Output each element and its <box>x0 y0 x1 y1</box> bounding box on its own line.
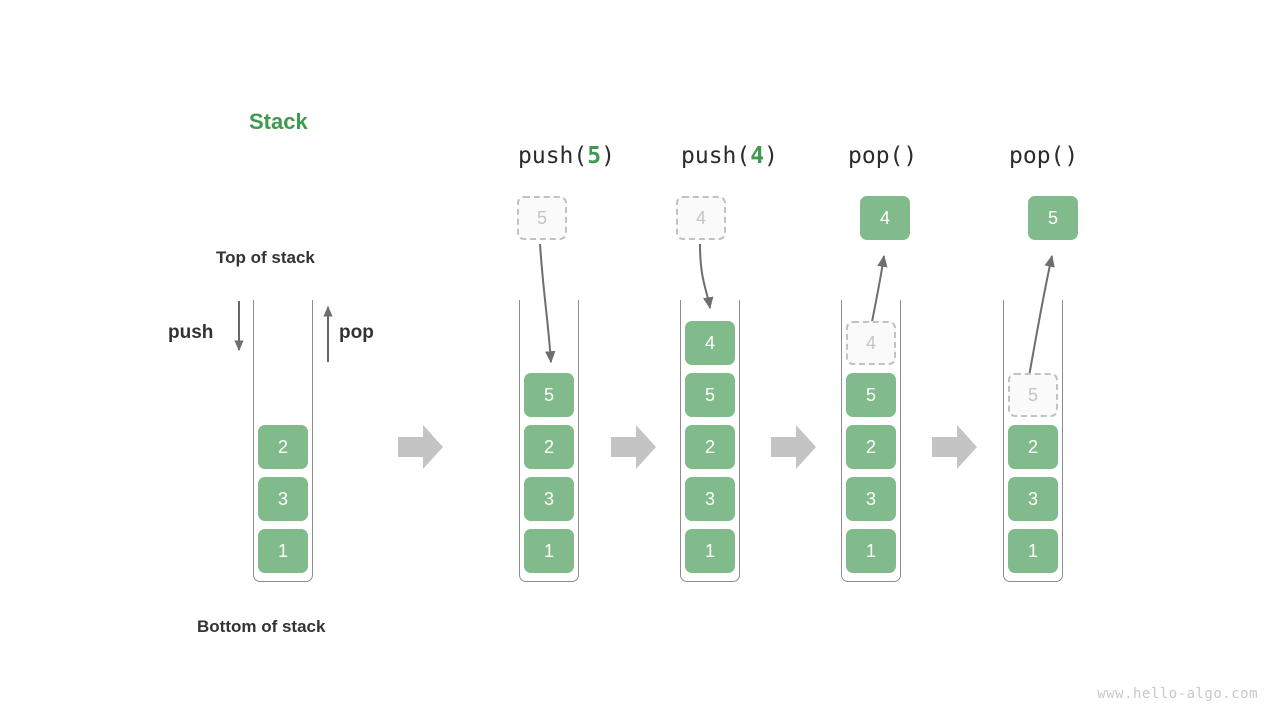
transition-arrow-1-icon <box>398 425 443 469</box>
stack-cell: 2 <box>524 425 574 469</box>
stack-container-initial <box>253 300 313 582</box>
header-arg: 5 <box>587 143 602 169</box>
stack-container-pop-1 <box>841 300 901 582</box>
push-5-flow-arrow-icon <box>539 243 556 364</box>
header-fn-close: ) <box>903 143 918 169</box>
stack-cell: 1 <box>846 529 896 573</box>
stack-cell: 1 <box>1008 529 1058 573</box>
top-of-stack-label: Top of stack <box>216 248 315 267</box>
stage-header-push-4: push(4) <box>681 143 778 169</box>
stack-cell: 2 <box>685 425 735 469</box>
stack-cell: 4 <box>685 321 735 365</box>
stage-header-pop-1: pop() <box>848 143 917 169</box>
stack-cell: 1 <box>524 529 574 573</box>
stack-cell: 3 <box>1008 477 1058 521</box>
stack-cell: 3 <box>846 477 896 521</box>
header-arg: 4 <box>750 143 765 169</box>
stage-header-push-5: push(5) <box>518 143 615 169</box>
floating-cell-push-4: 4 <box>676 196 726 240</box>
stack-cell: 2 <box>1008 425 1058 469</box>
header-fn-close: ) <box>601 143 615 169</box>
stack-cell: 3 <box>258 477 308 521</box>
stack-cell: 3 <box>524 477 574 521</box>
transition-arrow-3-icon <box>771 425 816 469</box>
header-fn-open: pop( <box>1009 143 1065 169</box>
bottom-of-stack-label: Bottom of stack <box>197 617 326 636</box>
stack-cell: 5 <box>685 373 735 417</box>
floating-cell-pop-1: 4 <box>860 196 910 240</box>
floating-cell-pop-2: 5 <box>1028 196 1078 240</box>
page-title: Stack <box>249 109 308 134</box>
header-fn-close: ) <box>764 143 778 169</box>
stack-container-push-5 <box>519 300 579 582</box>
stack-cell: 2 <box>258 425 308 469</box>
header-fn-open: pop( <box>848 143 904 169</box>
stack-cell: 3 <box>685 477 735 521</box>
header-fn-close: ) <box>1064 143 1079 169</box>
transition-arrow-4-icon <box>932 425 977 469</box>
header-fn-open: push( <box>518 143 588 169</box>
floating-cell-push-5: 5 <box>517 196 567 240</box>
stack-container-push-4 <box>680 300 740 582</box>
stage-header-pop-2: pop() <box>1009 143 1078 169</box>
pop-label: pop <box>339 322 374 343</box>
stack-ghost-cell-pop-1: 4 <box>846 321 896 365</box>
push-label: push <box>168 322 214 343</box>
transition-arrow-2-icon <box>611 425 656 469</box>
stack-cell: 2 <box>846 425 896 469</box>
stack-cell: 5 <box>524 373 574 417</box>
push-4-flow-arrow-icon <box>699 243 714 310</box>
stack-cell: 1 <box>685 529 735 573</box>
stack-cell: 5 <box>846 373 896 417</box>
stack-container-pop-2 <box>1003 300 1063 582</box>
stack-cell: 1 <box>258 529 308 573</box>
header-fn-open: push( <box>681 143 751 169</box>
stack-ghost-cell-pop-2: 5 <box>1008 373 1058 417</box>
watermark: www.hello-algo.com <box>1097 686 1258 702</box>
